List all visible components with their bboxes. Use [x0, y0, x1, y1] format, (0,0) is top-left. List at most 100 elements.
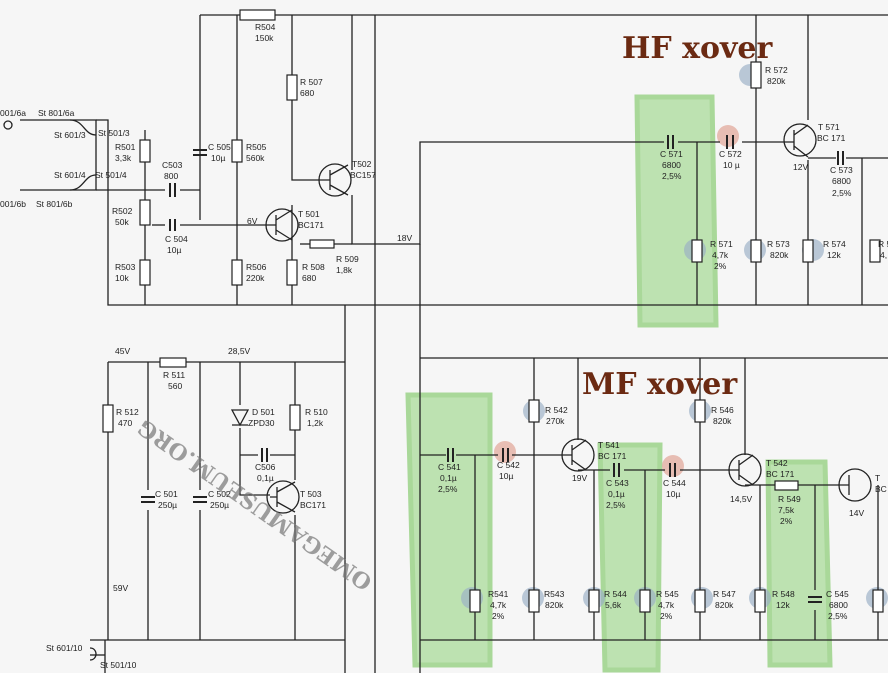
r542-symbol: [528, 399, 540, 423]
label-st601-10: St 601/10: [46, 643, 83, 653]
r573-value: 820k: [770, 250, 789, 260]
r549-value: 7,5k: [778, 505, 795, 515]
c541-symbol: [447, 448, 454, 462]
transistor-symbols: [230, 123, 872, 514]
r509-value: 1,8k: [336, 265, 353, 275]
c545-symbol: [808, 596, 822, 603]
c506-name: C506: [255, 462, 276, 472]
voltage-6v: 6V: [247, 216, 258, 226]
r511-value: 560: [168, 381, 182, 391]
label-st801-6b: St 801/6b: [36, 199, 73, 209]
r501-symbol: [139, 139, 151, 163]
r545-value: 4,7k: [658, 600, 675, 610]
label-left-6a: 001/6a: [0, 108, 26, 118]
r545-tol: 2%: [660, 611, 673, 621]
c543-value: 0,1µ: [608, 489, 625, 499]
voltage-19v: 19V: [572, 473, 587, 483]
r541-name: R541: [488, 589, 509, 599]
label-left-6b: 001/6b: [0, 199, 26, 209]
c501-value: 250µ: [158, 500, 177, 510]
c545-name: C 545: [826, 589, 849, 599]
r504-symbol: [239, 9, 276, 21]
c502-symbol: [193, 496, 207, 503]
r572-symbol: [750, 61, 762, 89]
r502-symbol: [139, 199, 151, 226]
voltage-285v: 28,5V: [228, 346, 251, 356]
r541-tol: 2%: [492, 611, 505, 621]
c542-symbol: [502, 448, 509, 462]
r548-name: R 548: [772, 589, 795, 599]
r548-symbol: [754, 589, 766, 613]
c571-name: C 571: [660, 149, 683, 159]
r508-value: 680: [302, 273, 316, 283]
c504-value: 10µ: [167, 245, 181, 255]
r503-name: R503: [115, 262, 136, 272]
r543-name: R543: [544, 589, 565, 599]
d501-name: D 501: [252, 407, 275, 417]
c573-name: C 573: [830, 165, 853, 175]
c572-symbol: [726, 135, 734, 149]
t542-value: BC 171: [766, 469, 795, 479]
r502-name: R502: [112, 206, 133, 216]
r546-symbol: [694, 399, 706, 423]
mf-highlight-r549: [765, 459, 833, 668]
r506-value: 220k: [246, 273, 265, 283]
r548-value: 12k: [776, 600, 790, 610]
r573-name: R 573: [767, 239, 790, 249]
voltage-18v: 18V: [397, 233, 412, 243]
voltage-145v: 14,5V: [730, 494, 753, 504]
dot-c544: [662, 455, 684, 477]
t502-symbol: [318, 163, 352, 197]
c573-value: 6800: [832, 176, 851, 186]
t502-value: BC157: [350, 170, 376, 180]
c543-name: C 543: [606, 478, 629, 488]
hf-highlight: [634, 94, 719, 328]
t502-name: T502: [352, 159, 372, 169]
r549-name: R 549: [778, 494, 801, 504]
c541-tol: 2,5%: [438, 484, 458, 494]
c505-symbol: [193, 149, 207, 156]
r547-name: R 547: [713, 589, 736, 599]
connector-labels: 001/6a St 801/6a St 601/3 St 501/3 St 60…: [0, 108, 137, 670]
r544-value: 5,6k: [605, 600, 622, 610]
r549-tol: 2%: [780, 516, 793, 526]
voltage-12v: 12V: [793, 162, 808, 172]
c572-name: C 572: [719, 149, 742, 159]
t541-symbol: [561, 438, 595, 472]
r509-symbol: [309, 239, 335, 249]
label-st801-6a: St 801/6a: [38, 108, 75, 118]
tbc-name: T: [875, 473, 880, 483]
r508-symbol: [286, 259, 298, 286]
r512-value: 470: [118, 418, 132, 428]
label-st601-4: St 601/4: [54, 170, 86, 180]
r502-value: 50k: [115, 217, 129, 227]
t542-name: T 542: [766, 458, 788, 468]
c544-symbol: [669, 463, 676, 477]
c504-symbol: [169, 219, 176, 231]
c501-name: C 501: [155, 489, 178, 499]
t503-name: T 503: [300, 489, 322, 499]
tbc-symbol: [838, 468, 872, 502]
r543-symbol: [528, 589, 540, 613]
r501-value: 3,3k: [115, 153, 132, 163]
r543-value: 820k: [545, 600, 564, 610]
r510-symbol: [289, 404, 301, 431]
r510-name: R 510: [305, 407, 328, 417]
r547-symbol: [694, 589, 706, 613]
resistor-symbols: [102, 9, 884, 613]
c503-value: 800: [164, 171, 178, 181]
rtail-symbol: [872, 589, 884, 613]
d501-value: ZPD30: [248, 418, 275, 428]
r571-tol: 2%: [714, 261, 727, 271]
r546-value: 820k: [713, 416, 732, 426]
r545-name: R 545: [656, 589, 679, 599]
c545-tol: 2,5%: [828, 611, 848, 621]
r501-name: R501: [115, 142, 136, 152]
c571-tol: 2,5%: [662, 171, 682, 181]
r572-value: 820k: [767, 76, 786, 86]
label-st501-3: St 501/3: [98, 128, 130, 138]
t503-symbol: [266, 480, 300, 514]
r503-symbol: [139, 259, 151, 286]
r57x-name: R 5: [878, 239, 888, 249]
r506-symbol: [231, 259, 243, 286]
